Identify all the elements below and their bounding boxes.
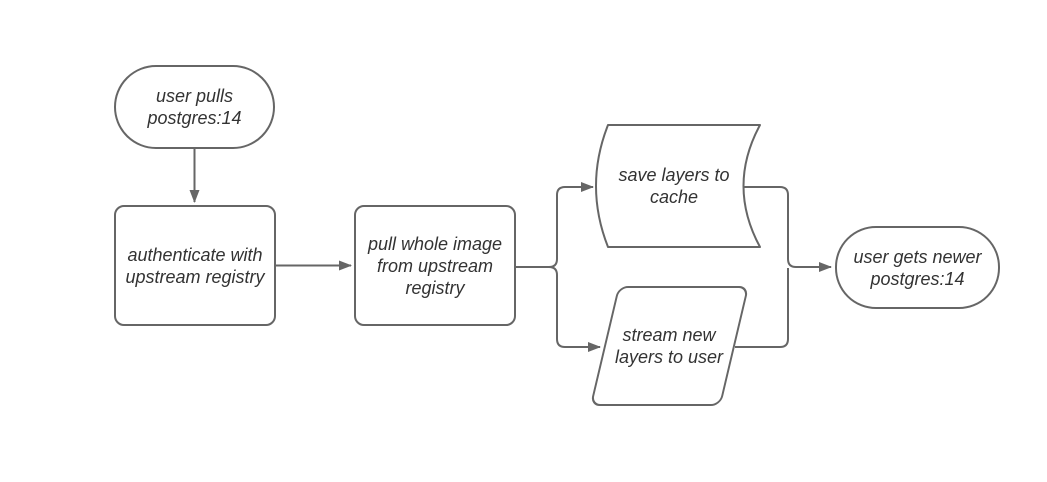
node-user-pulls: user pulls postgres:14 — [114, 65, 275, 149]
node-save-layers: save layers to cache — [600, 125, 748, 247]
node-authenticate-label: authenticate with upstream registry — [125, 244, 265, 287]
node-pull-image-label: pull whole image from upstream registry — [367, 233, 503, 298]
node-stream-layers: stream new layers to user — [589, 286, 750, 406]
node-user-gets-label: user gets newer postgres:14 — [853, 246, 982, 289]
node-save-layers-label: save layers to cache — [618, 165, 730, 207]
node-pull-image: pull whole image from upstream registry — [354, 205, 516, 326]
edge-cache-to-end — [744, 186, 832, 272]
edge-pull-to-stream — [516, 266, 601, 352]
node-user-gets: user gets newer postgres:14 — [835, 226, 1000, 309]
node-stream-layers-label: stream new layers to user — [615, 325, 724, 367]
edge-pull-to-cache — [516, 182, 594, 268]
node-user-pulls-label: user pulls postgres:14 — [147, 86, 242, 128]
node-authenticate: authenticate with upstream registry — [114, 205, 276, 326]
